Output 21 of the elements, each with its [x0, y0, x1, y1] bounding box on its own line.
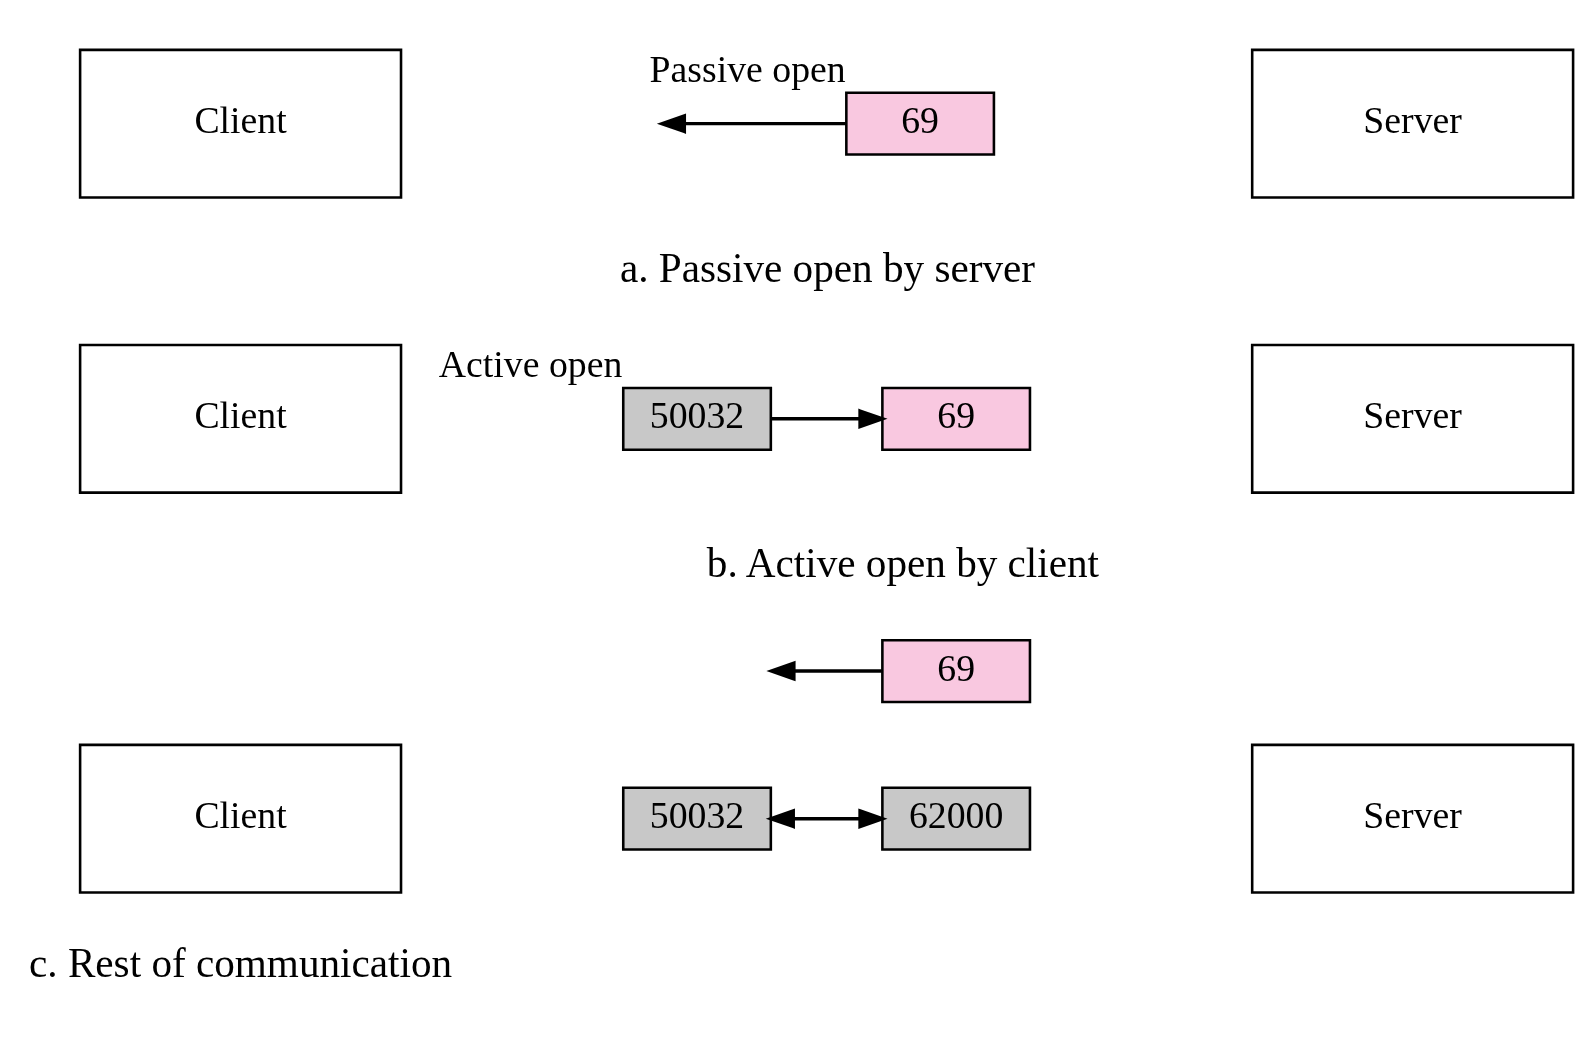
node-box: Client — [78, 48, 403, 199]
node-box: Client — [78, 343, 403, 494]
node-label: Passive open — [649, 47, 846, 90]
label: a. Passive open by server — [619, 244, 1035, 291]
arrow — [656, 112, 847, 134]
node-box: 69 — [845, 91, 996, 156]
node-box: 62000 — [881, 786, 1032, 851]
node-box: 50032 — [621, 386, 773, 451]
node-box: Server — [1250, 743, 1575, 894]
node-box: Client — [78, 743, 403, 894]
node-box: Server — [1250, 343, 1575, 494]
label: c. Rest of communication — [29, 939, 453, 986]
node-box: 69 — [881, 386, 1032, 451]
node-box: 69 — [881, 638, 1032, 703]
node-label: Active open — [438, 342, 623, 385]
node-box: 50032 — [621, 786, 773, 851]
arrow — [770, 408, 888, 429]
node-box: Server — [1250, 48, 1575, 199]
arrow — [766, 660, 882, 681]
label: b. Active open by client — [706, 539, 1100, 586]
arrow — [765, 807, 888, 829]
